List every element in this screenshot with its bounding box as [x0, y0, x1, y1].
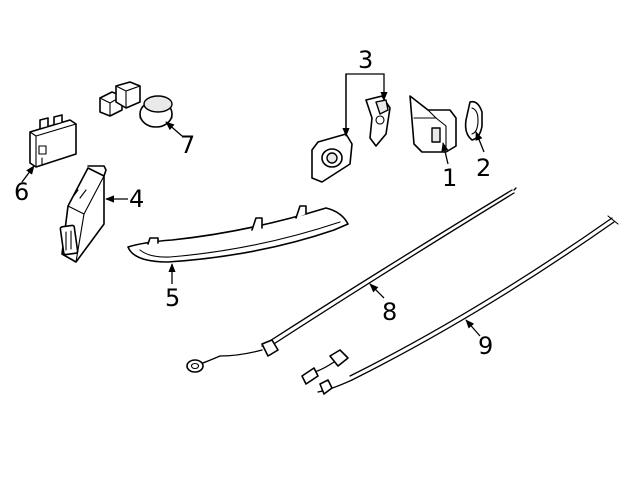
part-8-wiring-harness: [186, 187, 517, 373]
part-5-trim-strip: [127, 205, 349, 263]
leader-7: [165, 121, 183, 137]
callout-1: 1: [442, 164, 457, 192]
callout-7: 7: [180, 131, 195, 159]
part-7-sensor-connectors: [99, 81, 173, 128]
part-3-sensor-brackets: [311, 95, 391, 183]
part-2-sensor-ring: [464, 100, 483, 141]
leader-2: [475, 131, 485, 153]
part-1-parking-sensor: [409, 95, 457, 153]
leader-9: [465, 319, 481, 337]
callout-6: 6: [14, 178, 29, 206]
leader-1: [441, 142, 449, 165]
callout-9: 9: [478, 332, 493, 360]
part-6-module: [29, 114, 77, 168]
part-9-wiring-harness: [301, 215, 619, 395]
callout-3: 3: [358, 46, 373, 74]
callout-4: 4: [129, 185, 144, 213]
leader-8: [369, 283, 385, 299]
part-4-control-unit: [59, 165, 107, 263]
callout-5: 5: [165, 284, 180, 312]
leader-6: [21, 165, 35, 183]
callout-8: 8: [382, 298, 397, 326]
callout-2: 2: [476, 154, 491, 182]
